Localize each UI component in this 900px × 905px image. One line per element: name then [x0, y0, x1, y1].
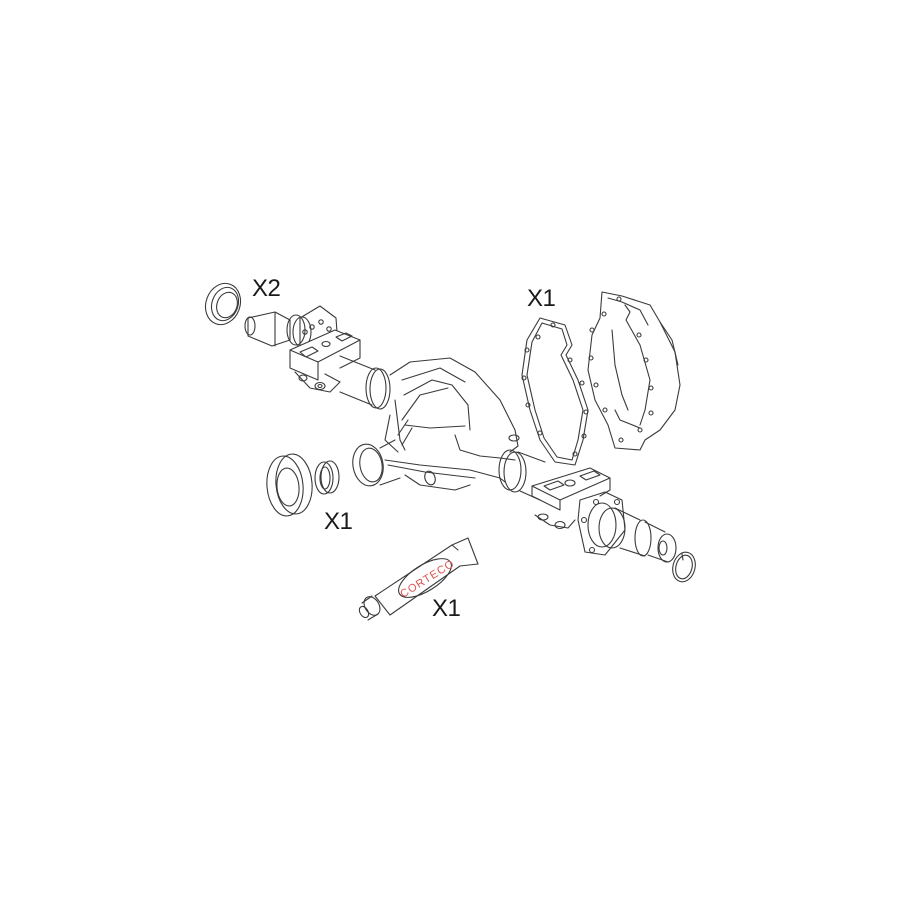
hub-seal-quantity-label: X2 [252, 275, 281, 302]
differential-housing [352, 357, 520, 491]
cover-gasket-quantity-label: X1 [527, 285, 556, 312]
pinion-seal-quantity-label: X1 [324, 508, 353, 535]
left-spindle [244, 305, 361, 393]
hub-seal-ring-left [204, 282, 242, 326]
differential-cover [587, 291, 681, 451]
right-axle-tube [498, 449, 546, 501]
right-spindle [531, 467, 677, 563]
sealant-quantity-label: X1 [432, 595, 461, 622]
pinion-seal-large [266, 453, 313, 517]
cover-gasket [521, 317, 589, 466]
pinion-seal-small [314, 460, 340, 495]
snap-ring-right [672, 551, 696, 583]
left-axle-tube [339, 355, 391, 410]
